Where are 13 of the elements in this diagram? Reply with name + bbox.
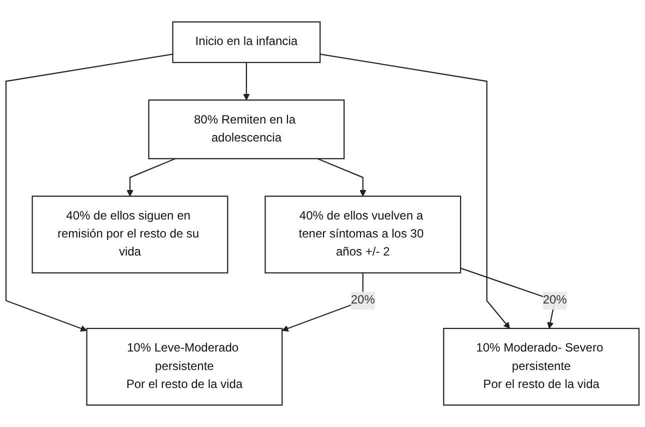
arrow — [126, 158, 176, 197]
arrow — [243, 62, 250, 100]
arrow — [320, 54, 510, 329]
edge-label: 20% — [542, 294, 567, 307]
node-box: 40% de ellos vuelven a tener síntomas a los 30 años +/- 2 — [264, 196, 462, 274]
arrow — [5, 54, 173, 332]
node-box: 40% de ellos siguen en remisión por el resto de su vida — [32, 196, 228, 274]
node-box: Inicio en la infancia — [172, 21, 321, 64]
arrow — [317, 158, 366, 197]
node-box: 80% Remiten en la adolescencia — [148, 99, 345, 160]
edge-label: 20% — [350, 294, 375, 307]
node-box: 10% Moderado- Severo persistente Por el resto de la vida — [443, 328, 640, 406]
node-box: 10% Leve-Moderado persistente Por el resto de la vida — [86, 328, 283, 406]
